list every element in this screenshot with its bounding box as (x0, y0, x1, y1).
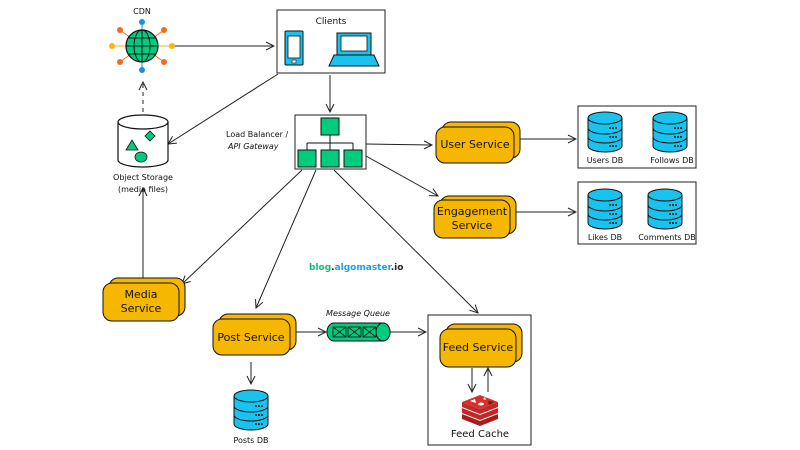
object-storage-label-2: (media files) (118, 185, 168, 194)
posts-db-node[interactable]: Posts DB (233, 389, 269, 445)
edge-lb-post (256, 169, 317, 308)
posts-db-label: Posts DB (233, 436, 268, 445)
engagement-service-node[interactable]: Engagement Service (433, 195, 517, 239)
watermark-part-algomaster: algomaster (335, 263, 393, 273)
feed-cache-label: Feed Cache (451, 429, 509, 440)
database-icon (587, 111, 623, 153)
users-db-node[interactable]: Users DB (587, 111, 624, 165)
load-balancer-node[interactable]: Load Balancer / API Gateway (226, 114, 367, 170)
edge-lb-user (365, 144, 432, 145)
edge-lb-feed (333, 169, 478, 313)
database-icon (652, 111, 688, 153)
edge-lb-engagement (365, 155, 438, 196)
follows-db-node[interactable]: Follows DB (650, 111, 694, 165)
watermark-dot-1: . (331, 263, 334, 273)
post-service-label: Post Service (217, 331, 284, 344)
user-db-group: Users DB Follows DB (577, 105, 697, 169)
user-service-node[interactable]: User Service (435, 121, 521, 164)
message-queue-label: Message Queue (326, 309, 390, 318)
likes-db-label: Likes DB (588, 233, 622, 242)
comments-db-label: Comments DB (638, 233, 696, 242)
envelope-icon (362, 326, 377, 338)
engagement-db-group: Likes DB Comments DB (577, 181, 697, 245)
watermark-part-io: io (394, 263, 403, 273)
database-icon (587, 188, 623, 230)
database-icon (647, 188, 683, 230)
engagement-service-label-1: Engagement (437, 205, 508, 218)
clients-node[interactable]: Clients (276, 9, 386, 74)
media-service-label-1: Media (124, 288, 157, 301)
lb-label-1: Load Balancer / (226, 130, 288, 139)
message-queue-icon (326, 322, 391, 342)
message-queue-node[interactable]: Message Queue (326, 309, 391, 342)
object-storage-node[interactable]: Object Storage (media files) (113, 114, 173, 194)
post-service-node[interactable]: Post Service (212, 313, 297, 356)
feed-group: Feed Service Feed Cache (427, 314, 532, 446)
watermark-dot-2: . (391, 263, 394, 273)
user-service-label: User Service (440, 138, 509, 151)
lb-label-2: API Gateway (227, 142, 279, 151)
edge-lb-media (182, 169, 303, 284)
redis-icon (462, 395, 498, 426)
storage-bucket-icon (117, 114, 169, 168)
users-db-label: Users DB (587, 156, 624, 165)
follows-db-label: Follows DB (650, 156, 693, 165)
envelope-icon (347, 326, 362, 338)
network-hierarchy-icon (297, 117, 363, 168)
object-storage-label-1: Object Storage (113, 173, 173, 182)
engagement-service-label-2: Service (452, 219, 493, 232)
cdn-label: CDN (133, 7, 151, 16)
feed-service-node[interactable]: Feed Service (439, 323, 523, 368)
feed-service-label: Feed Service (443, 341, 514, 354)
edge-clients-storage (168, 73, 279, 144)
comments-db-node[interactable]: Comments DB (638, 188, 696, 242)
media-service-node[interactable]: Media Service (102, 277, 186, 322)
feed-cache-node[interactable]: Feed Cache (451, 395, 509, 440)
envelope-icon (332, 326, 347, 338)
watermark: blog.algomaster.io (309, 263, 403, 273)
clients-label: Clients (316, 17, 347, 27)
database-icon (233, 389, 269, 431)
media-service-label-2: Service (121, 302, 162, 315)
edges (143, 46, 576, 392)
mobile-phone-icon (284, 30, 304, 66)
globe-icon (109, 19, 175, 73)
laptop-icon (328, 32, 380, 67)
cdn-node[interactable]: CDN (109, 7, 175, 73)
likes-db-node[interactable]: Likes DB (587, 188, 623, 242)
watermark-part-blog: blog (309, 263, 331, 273)
